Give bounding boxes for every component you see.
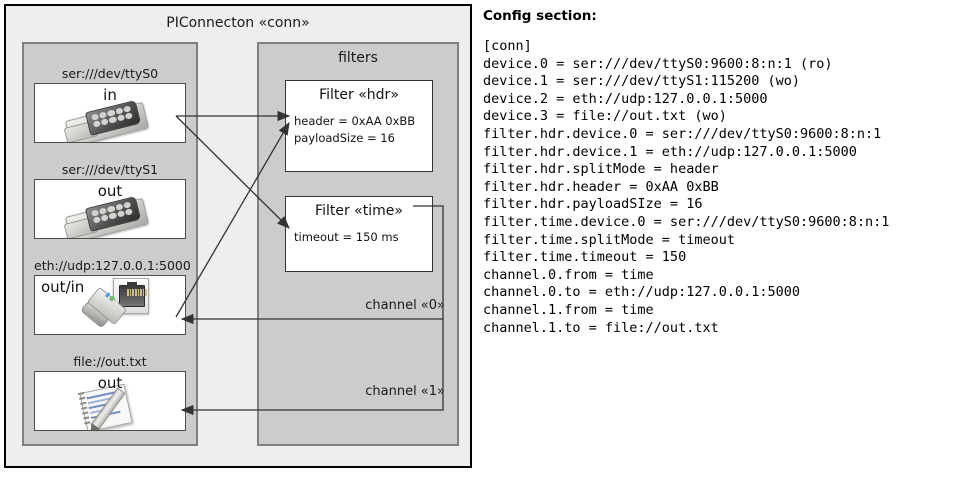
- device-box[interactable]: out/in: [34, 275, 186, 335]
- device-direction-label: in: [103, 86, 117, 104]
- filter-box-time[interactable]: Filter «time» timeout = 150 ms: [285, 196, 433, 272]
- device-label: ser:///dev/ttyS1: [61, 162, 159, 177]
- filter-properties: timeout = 150 ms: [294, 230, 399, 244]
- connector-diagram: PIConnecton «conn» ser:///dev/ttyS0 in s…: [4, 4, 472, 468]
- device-label: file://out.txt: [73, 354, 147, 369]
- channel-label-1: channel «1»: [365, 384, 445, 399]
- devices-panel: ser:///dev/ttyS0 in ser:///dev/ttyS1 out: [22, 42, 198, 446]
- filters-panel: filters Filter «hdr» header = 0xAA 0xBB …: [257, 42, 459, 446]
- device-group-ttys0[interactable]: ser:///dev/ttyS0 in: [34, 66, 186, 143]
- device-label: ser:///dev/ttyS0: [61, 66, 159, 81]
- filter-title: Filter «hdr»: [319, 87, 399, 103]
- device-group-ttys1[interactable]: ser:///dev/ttyS1 out: [34, 162, 186, 239]
- device-label: eth://udp:127.0.0.1:5000: [34, 258, 191, 273]
- config-heading: Config section:: [483, 8, 597, 24]
- filter-title: Filter «time»: [315, 203, 403, 219]
- device-direction-label: out: [97, 374, 123, 392]
- filters-panel-title: filters: [338, 50, 378, 66]
- device-direction-label: out/in: [41, 278, 85, 296]
- serial-port-icon: [61, 194, 153, 238]
- device-box[interactable]: out: [34, 179, 186, 239]
- serial-port-icon: [61, 98, 153, 142]
- device-box[interactable]: in: [34, 83, 186, 143]
- device-box[interactable]: out: [34, 371, 186, 431]
- diagram-title: PIConnecton «conn»: [166, 15, 310, 31]
- device-group-file[interactable]: file://out.txt out: [34, 354, 186, 431]
- device-direction-label: out: [97, 182, 123, 200]
- channel-label-0: channel «0»: [365, 298, 445, 313]
- filter-box-hdr[interactable]: Filter «hdr» header = 0xAA 0xBB payloadS…: [285, 80, 433, 172]
- filter-properties: header = 0xAA 0xBB payloadSize = 16: [294, 114, 416, 145]
- ethernet-icon: [80, 278, 167, 334]
- device-group-eth[interactable]: eth://udp:127.0.0.1:5000 out/in: [34, 258, 191, 335]
- config-section: Config section: [conn] device.0 = ser://…: [483, 8, 953, 337]
- config-text: [conn] device.0 = ser:///dev/ttyS0:9600:…: [483, 38, 890, 336]
